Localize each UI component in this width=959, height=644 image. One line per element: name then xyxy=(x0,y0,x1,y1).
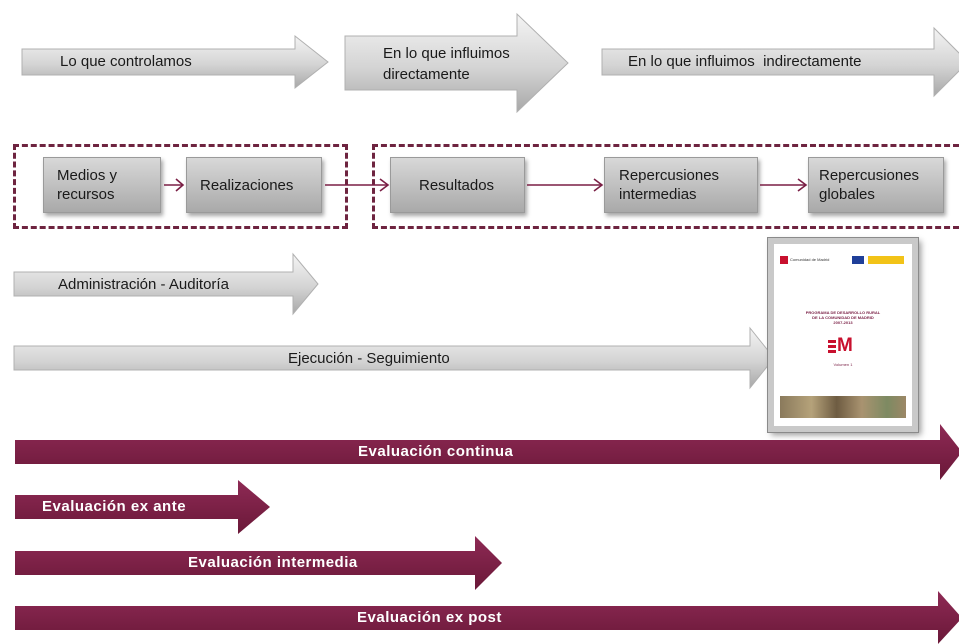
arrow-label-line1: En lo que influimos xyxy=(383,45,510,62)
arrow-evaluacion-continua xyxy=(15,424,959,480)
arrow-administracion-auditoria: Administración - Auditoría xyxy=(13,252,320,316)
arrowhead-icon xyxy=(797,178,808,192)
box-label-line1: Repercusiones xyxy=(819,167,920,184)
document-header-left: Comunidad de Madrid xyxy=(790,257,830,262)
box-label-line1: Repercusiones xyxy=(619,167,720,184)
arrow-label: Lo que controlamos xyxy=(60,53,192,70)
arrow-evaluacion-ex-post xyxy=(15,591,959,644)
program-document-cover: Comunidad de Madrid PROGRAMA DE DESARROL… xyxy=(768,238,918,432)
arrow-lo-que-controlamos: Lo que controlamos xyxy=(21,34,330,90)
box-repercusiones-intermedias: Repercusiones intermedias xyxy=(604,157,758,213)
evaluacion-continua-label: Evaluación continua xyxy=(358,443,514,460)
box-label-line2: intermedias xyxy=(619,186,697,203)
arrowhead-icon xyxy=(175,178,185,192)
dashed-group-influence xyxy=(372,144,959,229)
arrow-label-line2: directamente xyxy=(383,66,470,83)
box-repercusiones-globales: Repercusiones globales xyxy=(808,157,944,213)
document-photo-strip xyxy=(780,396,906,418)
document-title: PROGRAMA DE DESARROLLO RURAL DE LA COMUN… xyxy=(774,310,912,325)
arrow-influimos-directamente: En lo que influimos directamente xyxy=(344,12,570,114)
arrowhead-icon xyxy=(379,178,390,192)
box-label: Resultados xyxy=(419,176,495,194)
madrid-logo-letter: M xyxy=(837,335,853,356)
box-medios-recursos: Medios y recursos xyxy=(43,157,161,213)
document-header: Comunidad de Madrid xyxy=(780,256,906,266)
evaluacion-ex-ante-label: Evaluación ex ante xyxy=(42,498,187,515)
arrow-label: Administración - Auditoría xyxy=(58,276,229,293)
arrow-evaluacion-intermedia xyxy=(15,536,502,590)
madrid-logo-icon: M xyxy=(828,336,858,356)
dashed-group-control xyxy=(13,144,348,229)
document-volume: Volumen 1 xyxy=(833,362,853,367)
arrowhead-icon xyxy=(593,178,604,192)
box-label-line2: recursos xyxy=(57,186,115,203)
box-realizaciones: Realizaciones xyxy=(186,157,322,213)
arrow-ejecucion-seguimiento: Ejecución - Seguimiento xyxy=(13,326,776,390)
arrow-label: En lo que influimos indirectamente xyxy=(628,53,862,70)
document-title-line2: DE LA COMUNIDAD DE MADRID xyxy=(812,315,874,320)
document-title-line3: 2007-2013 xyxy=(833,320,853,325)
eu-flag-icon xyxy=(852,256,864,264)
evaluacion-intermedia-label: Evaluación intermedia xyxy=(188,554,358,571)
ministry-logo-icon xyxy=(868,256,904,264)
arrow-influimos-indirectamente: En lo que influimos indirectamente xyxy=(601,26,959,98)
evaluacion-ex-post-label: Evaluación ex post xyxy=(357,609,502,626)
box-label-line1: Medios y xyxy=(57,167,118,184)
box-resultados: Resultados xyxy=(390,157,525,213)
document-title-line1: PROGRAMA DE DESARROLLO RURAL xyxy=(805,310,881,315)
arrow-evaluacion-ex-ante xyxy=(15,480,270,534)
arrow-label: Ejecución - Seguimiento xyxy=(288,350,450,367)
box-label-line2: globales xyxy=(819,186,875,203)
comunidad-logo-icon xyxy=(780,256,788,264)
box-label: Realizaciones xyxy=(200,176,294,194)
